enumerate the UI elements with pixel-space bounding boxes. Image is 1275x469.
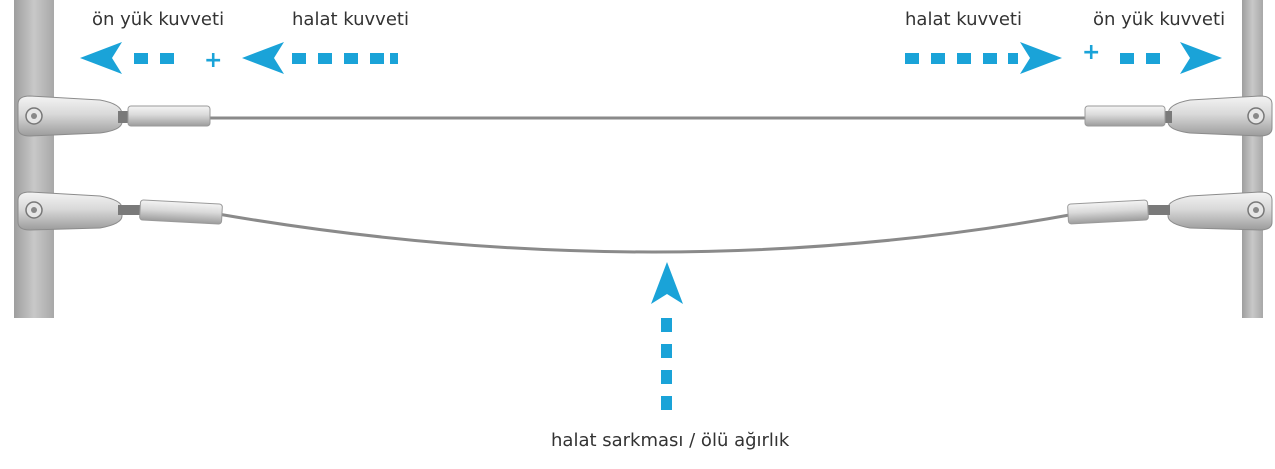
left-post xyxy=(14,0,54,318)
plus-sign-right: + xyxy=(1082,40,1101,65)
sag-label: halat sarkması / ölü ağırlık xyxy=(551,430,790,451)
right-preload-label: ön yük kuvveti xyxy=(1093,9,1226,30)
left-sleeve-top xyxy=(127,105,211,127)
left-fork-terminal-bottom xyxy=(17,191,123,231)
right-rope-force-label: halat kuvveti xyxy=(905,9,1022,30)
right-fork-terminal-bottom xyxy=(1167,191,1273,231)
right-post xyxy=(1242,0,1263,318)
left-preload-label: ön yük kuvveti xyxy=(92,9,225,30)
left-thread-bottom xyxy=(118,205,140,215)
sagging-rope-assembly xyxy=(17,191,1273,254)
left-thread-top xyxy=(118,111,130,123)
right-rope-force-arrow xyxy=(905,42,1062,74)
plus-sign-left: + xyxy=(204,48,223,73)
right-thread-bottom xyxy=(1146,205,1170,215)
left-rope-force-label: halat kuvveti xyxy=(292,9,409,30)
left-preload-arrow xyxy=(80,42,174,74)
right-sleeve-top xyxy=(1084,105,1166,127)
right-preload-arrow xyxy=(1120,42,1222,74)
sagging-rope xyxy=(217,212,1076,254)
left-sleeve-bottom xyxy=(139,199,223,225)
left-rope-force-arrow xyxy=(242,42,398,74)
sag-arrow xyxy=(651,262,683,410)
right-sleeve-bottom xyxy=(1067,199,1149,225)
taut-rope-assembly xyxy=(17,95,1273,137)
